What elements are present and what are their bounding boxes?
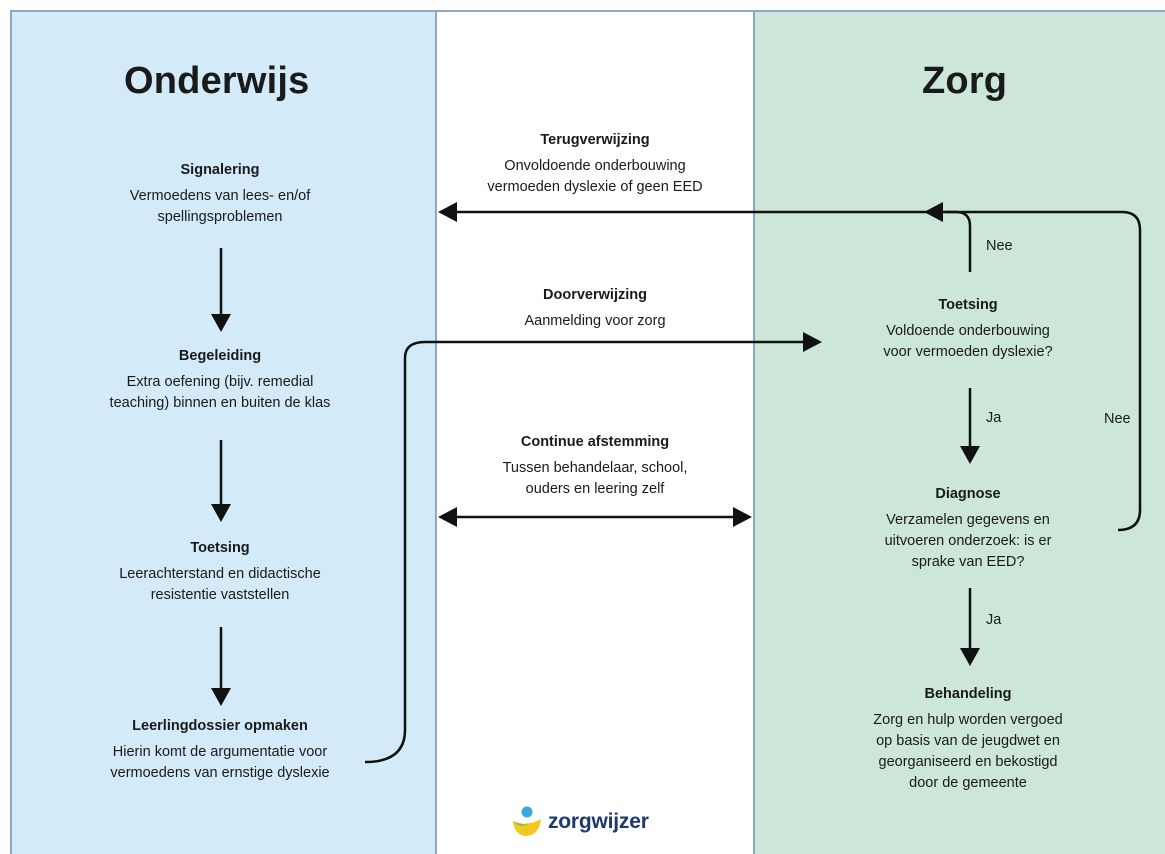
zorgwijzer-logo-text: zorgwijzer [548, 810, 649, 833]
terugverwijzing-line: Onvoldoende onderbouwing [504, 158, 686, 174]
step-behandeling: Behandeling Zorg en hulp worden vergoed … [818, 684, 1118, 794]
afstemming-block: Continue afstemming Tussen behandelaar, … [440, 432, 750, 500]
doorverwijzing-line: Aanmelding voor zorg [524, 313, 666, 329]
step-line: Leerachterstand en didactische [119, 566, 321, 582]
step-line: spellingsproblemen [157, 209, 283, 225]
step-line: Hierin komt de argumentatie voor [112, 744, 328, 760]
step-signalering: Signalering Vermoedens van lees- en/of s… [40, 160, 400, 228]
doorverwijzing-title: Doorverwijzing [543, 287, 647, 303]
step-toetsing-zorg: Toetsing Voldoende onderbouwing voor ver… [818, 295, 1118, 363]
step-title: Behandeling [924, 686, 1012, 702]
step-title: Diagnose [935, 486, 1001, 502]
zorgwijzer-logo: zorgwijzer [510, 805, 649, 839]
zorgwijzer-logo-icon [513, 806, 541, 836]
step-toetsing-onderwijs: Toetsing Leerachterstand en didactische … [40, 538, 400, 606]
step-diagnose: Diagnose Verzamelen gegevens en uitvoere… [818, 484, 1118, 573]
middle-column [437, 10, 753, 854]
afstemming-line: ouders en leering zelf [525, 481, 665, 497]
afstemming-title: Continue afstemming [520, 434, 670, 450]
step-line: georganiseerd en bekostigd [878, 754, 1058, 770]
step-title: Toetsing [190, 540, 250, 556]
terugverwijzing-line: vermoeden dyslexie of geen EED [487, 179, 703, 195]
step-leerlingdossier: Leerlingdossier opmaken Hierin komt de a… [40, 716, 400, 784]
step-line: Verzamelen gegevens en [886, 512, 1050, 528]
label-ja-1: Ja [986, 410, 1002, 426]
step-line: teaching) binnen en buiten de klas [109, 395, 331, 411]
onderwijs-title: Onderwijs [124, 60, 310, 102]
afstemming-line: Tussen behandelaar, school, [502, 460, 688, 476]
step-line: Voldoende onderbouwing [886, 323, 1050, 339]
step-line: vermoedens van ernstige dyslexie [110, 765, 330, 781]
terugverwijzing-title: Terugverwijzing [540, 132, 650, 148]
step-title: Signalering [180, 162, 260, 178]
label-nee-top: Nee [986, 238, 1013, 254]
step-title: Leerlingdossier opmaken [132, 718, 308, 734]
step-line: op basis van de jeugdwet en [876, 733, 1060, 749]
step-line: door de gemeente [909, 775, 1027, 791]
step-line: voor vermoeden dyslexie? [883, 344, 1053, 360]
label-ja-2: Ja [986, 612, 1002, 628]
doorverwijzing-block: Doorverwijzing Aanmelding voor zorg [440, 285, 750, 332]
step-title: Begeleiding [178, 348, 262, 364]
step-title: Toetsing [938, 297, 998, 313]
terugverwijzing-block: Terugverwijzing Onvoldoende onderbouwing… [440, 130, 750, 198]
step-line: sprake van EED? [911, 554, 1025, 570]
label-nee-right: Nee [1104, 411, 1131, 427]
zorg-title: Zorg [922, 60, 1008, 102]
step-line: Zorg en hulp worden vergoed [873, 712, 1063, 728]
step-begeleiding: Begeleiding Extra oefening (bijv. remedi… [40, 346, 400, 414]
step-line: Extra oefening (bijv. remedial [126, 374, 314, 390]
step-line: Vermoedens van lees- en/of [129, 188, 311, 204]
step-line: resistentie vaststellen [150, 587, 290, 603]
step-line: uitvoeren onderzoek: is er [884, 533, 1052, 549]
